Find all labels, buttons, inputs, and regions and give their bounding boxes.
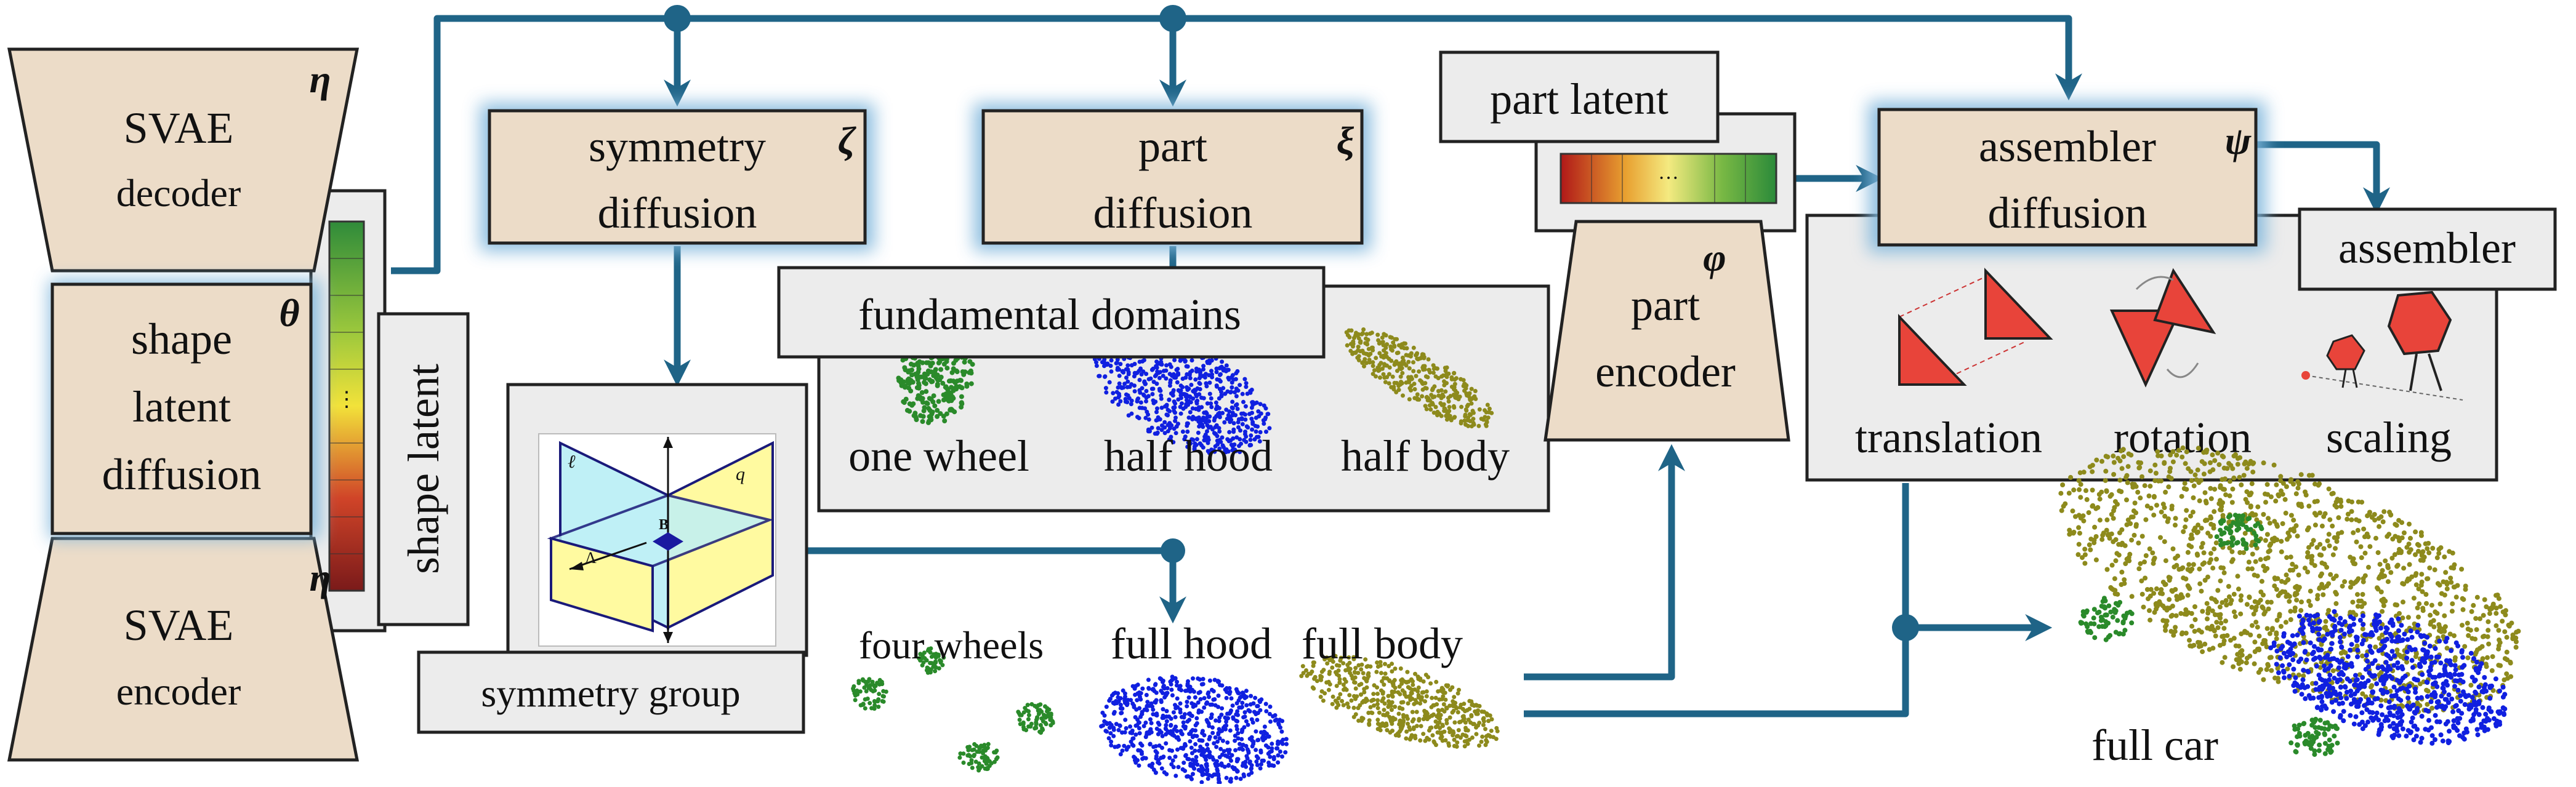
translation-label: translation xyxy=(1855,413,2042,462)
svg-text:Λ: Λ xyxy=(585,549,597,567)
svg-text:encoder: encoder xyxy=(116,669,241,713)
svg-text:diffusion: diffusion xyxy=(102,450,262,499)
scaling-label: scaling xyxy=(2326,413,2452,462)
svg-text:B: B xyxy=(659,517,669,533)
eta-symbol: η xyxy=(309,57,331,101)
assembler-box: assembler xyxy=(2300,209,2555,289)
full-car-label: full car xyxy=(2091,721,2218,770)
arrow-to-full-parts xyxy=(807,551,1173,615)
svg-text:q: q xyxy=(736,464,745,484)
svg-text:···: ··· xyxy=(1658,167,1679,190)
four-wheels-label: four wheels xyxy=(859,623,1044,667)
psi-symbol: ψ xyxy=(2225,119,2252,162)
full-hood-label: full hood xyxy=(1111,619,1272,668)
svg-text:diffusion: diffusion xyxy=(1988,188,2147,238)
svg-text:decoder: decoder xyxy=(116,171,241,215)
svg-text:symmetry: symmetry xyxy=(589,122,766,171)
svg-text:encoder: encoder xyxy=(1595,347,1736,396)
svg-text:ℓ: ℓ xyxy=(568,452,576,472)
shape-latent-label: shape latent xyxy=(399,364,448,574)
part-latent-panel: ··· part latent xyxy=(1441,52,1795,231)
symmetry-diffusion: symmetry diffusion ζ xyxy=(480,103,874,251)
eta-symbol: η xyxy=(309,556,331,599)
svae-encoder: SVAE encoder η xyxy=(9,538,357,760)
part-encoder: part encoder φ xyxy=(1545,222,1789,440)
arrow-to-assembler xyxy=(2256,145,2377,206)
svg-text:⋮: ⋮ xyxy=(336,388,357,411)
svg-text:latent: latent xyxy=(132,382,231,431)
assembler-label: assembler xyxy=(2338,223,2516,273)
zeta-symbol: ζ xyxy=(838,119,857,162)
fundamental-domains-panel: fundamental domains one wheel half hood … xyxy=(779,268,1548,511)
one-wheel-label: one wheel xyxy=(848,431,1029,481)
assembler-diffusion: assembler diffusion ψ xyxy=(1869,102,2266,252)
full-car: full car xyxy=(2058,445,2521,770)
arrow-to-full-car xyxy=(1524,628,2044,714)
svg-text:diffusion: diffusion xyxy=(1093,188,1253,238)
svg-text:diffusion: diffusion xyxy=(598,188,757,238)
full-body-label: full body xyxy=(1302,619,1463,668)
xi-symbol: ξ xyxy=(1337,119,1354,162)
svg-text:assembler: assembler xyxy=(1979,122,2156,171)
svg-text:SVAE: SVAE xyxy=(124,103,234,153)
symmetry-group-label: symmetry group xyxy=(481,671,740,715)
full-parts-group: four wheels full hood full body xyxy=(851,619,1500,784)
symmetry-group-panel: ℓ q B Λ symmetry group xyxy=(419,385,807,732)
svg-text:SVAE: SVAE xyxy=(124,601,234,650)
theta-symbol: θ xyxy=(279,291,299,335)
svae-decoder: SVAE decoder η xyxy=(9,49,357,271)
svg-text:part: part xyxy=(1138,122,1207,171)
shape-latent-panel: ⋮ shape latent xyxy=(311,191,468,631)
part-diffusion: part diffusion ξ xyxy=(974,103,1371,251)
svg-text:part: part xyxy=(1631,281,1700,330)
part-latent-label: part latent xyxy=(1490,74,1668,124)
half-body-label: half body xyxy=(1341,431,1510,481)
phi-symbol: φ xyxy=(1703,236,1726,279)
svg-text:shape: shape xyxy=(131,314,232,364)
shape-latent-diffusion: shape latent diffusion θ xyxy=(49,280,320,538)
fundamental-domains-title: fundamental domains xyxy=(858,290,1241,339)
half-hood-label: half hood xyxy=(1104,431,1273,481)
